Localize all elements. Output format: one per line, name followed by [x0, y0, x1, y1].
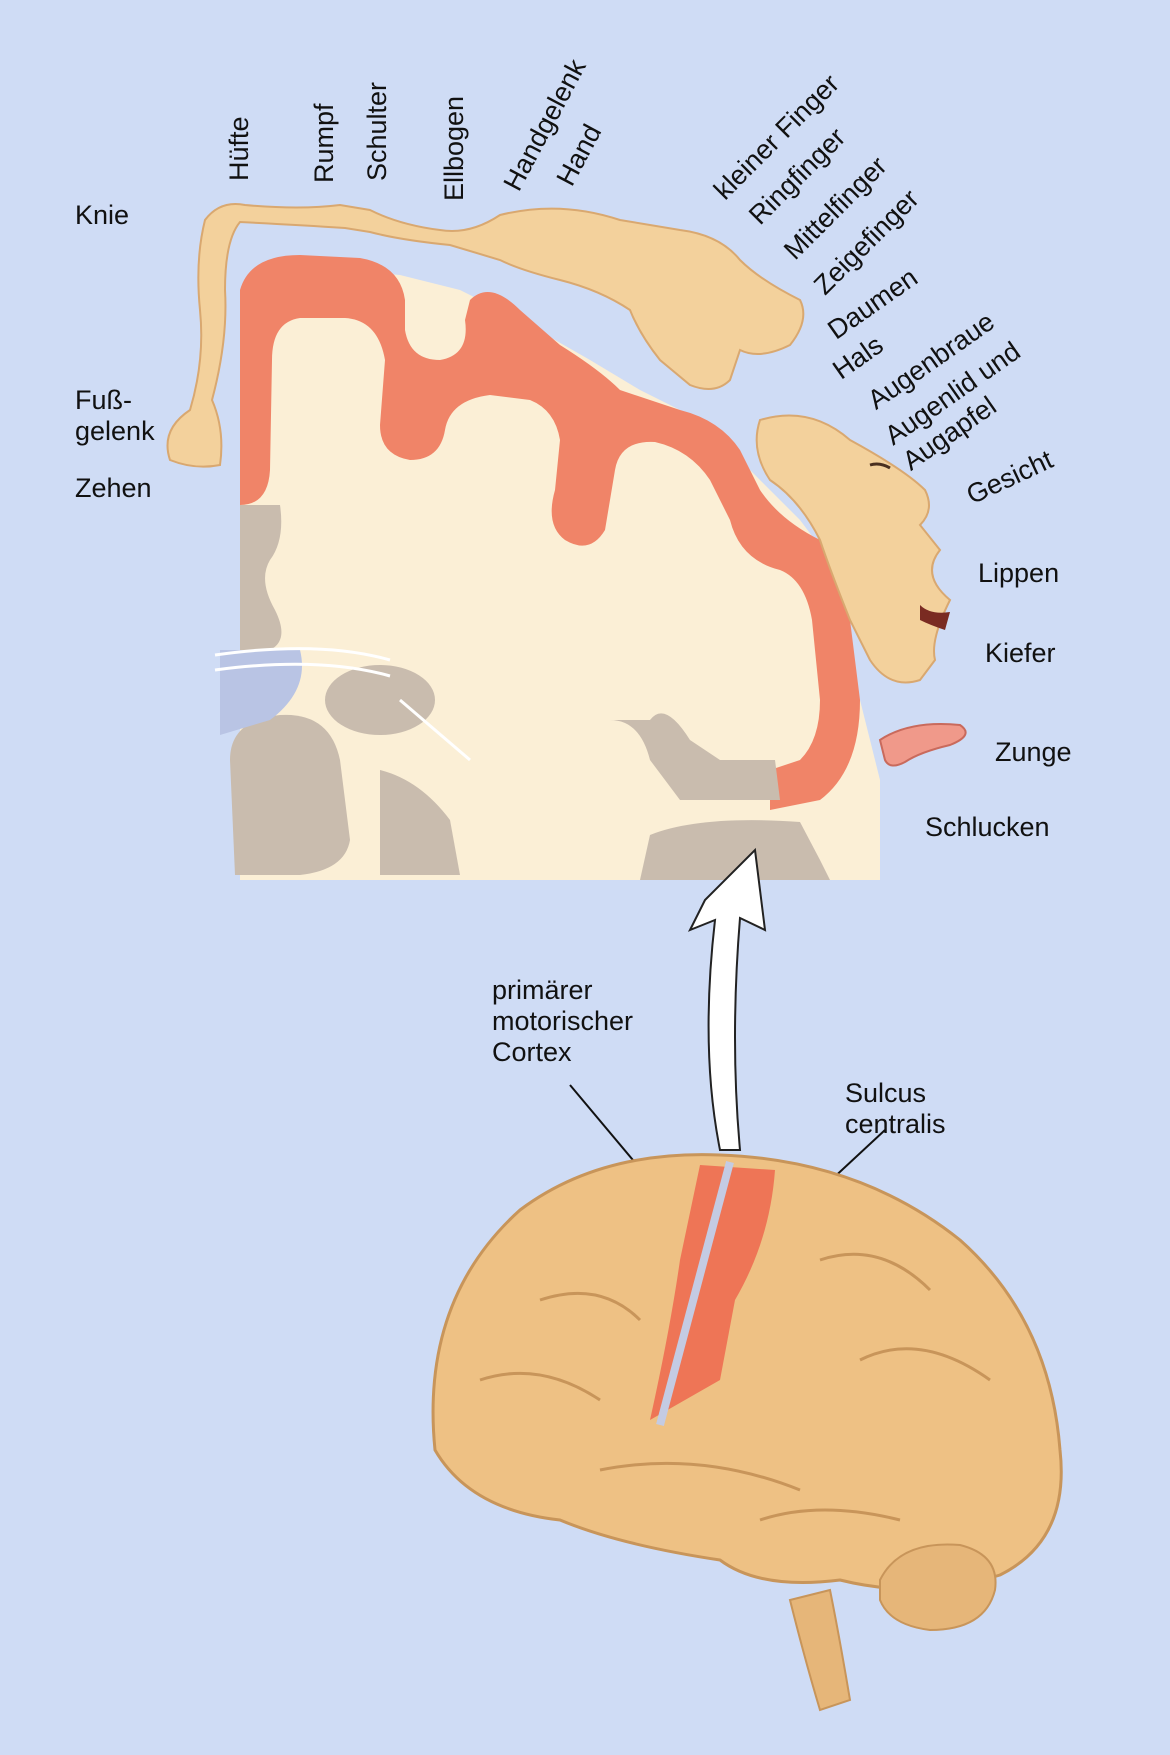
gyri	[479, 1252, 991, 1522]
thalamus	[230, 714, 350, 875]
label-schlucken: Schlucken	[925, 812, 1050, 842]
eye	[869, 462, 891, 470]
label-huefte: Hüfte	[223, 116, 254, 182]
label-fussgelenk: Fuß- gelenk	[75, 385, 155, 447]
primary-motor-cortex-ribbon	[240, 255, 860, 810]
cerebrum	[431, 1153, 1063, 1591]
label-zunge: Zunge	[995, 737, 1072, 767]
label-knie: Knie	[75, 200, 130, 230]
label-rumpf: Rumpf	[308, 103, 339, 184]
nucleus-medial	[380, 770, 460, 875]
temporal-gray	[640, 820, 830, 880]
cerebellum	[879, 1543, 997, 1632]
insula-gray	[610, 713, 780, 800]
ventricle	[220, 650, 302, 735]
label-kiefer: Kiefer	[985, 638, 1056, 668]
whole-brain	[431, 1153, 1063, 1712]
homunculus-face	[755, 414, 952, 684]
tongue	[878, 723, 967, 767]
label-zehen: Zehen	[75, 473, 152, 503]
label-lippen: Lippen	[978, 558, 1060, 588]
putamen	[325, 665, 435, 735]
central-sulcus	[656, 1160, 734, 1427]
gray-matter-left	[240, 505, 282, 650]
label-schulter: Schulter	[361, 81, 392, 182]
magnification-arrow	[687, 847, 767, 1151]
homunculus-body	[166, 203, 805, 468]
mouth	[920, 605, 950, 630]
homunculus	[166, 203, 967, 767]
label-sulcus-centralis: Sulcus centralis	[845, 1078, 946, 1140]
brainstem	[788, 1588, 852, 1712]
label-motor-cortex: primärer motorischer Cortex	[492, 975, 634, 1068]
label-ellbogen: Ellbogen	[438, 95, 469, 202]
